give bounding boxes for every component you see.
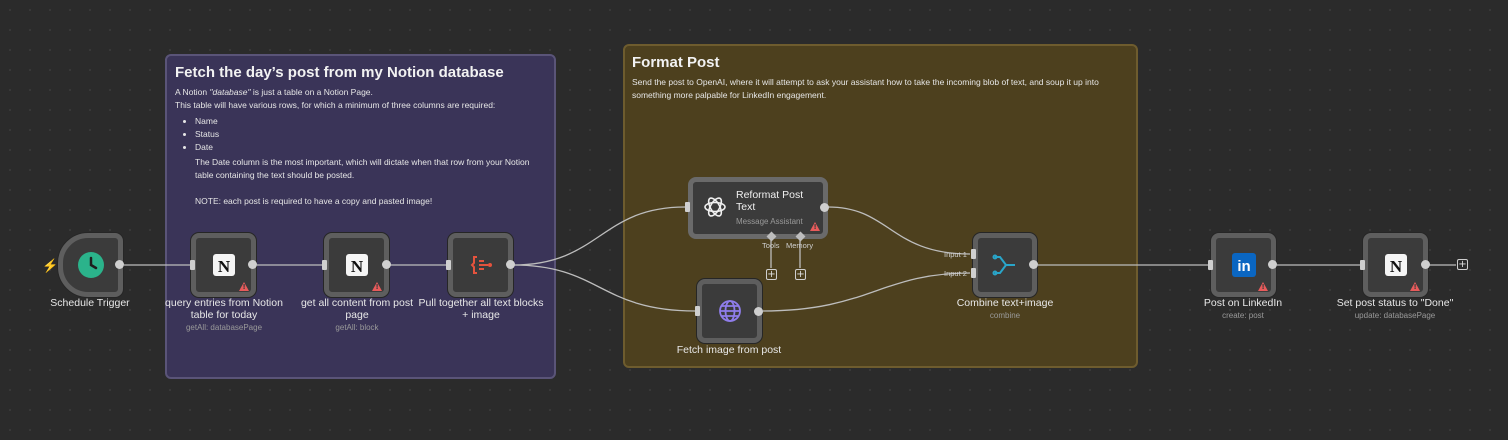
input-port[interactable] [190, 260, 195, 270]
node-subtitle: getAll: databasePage [185, 323, 263, 332]
tools-label: Tools [762, 241, 780, 250]
openai-icon [704, 197, 726, 217]
column-item: Name [195, 115, 545, 128]
merge-icon [992, 254, 1015, 276]
node-label: Combine text+image [956, 297, 1054, 309]
input-label: Input 2 [944, 269, 967, 278]
column-item: Date [195, 141, 545, 154]
input-port[interactable] [322, 260, 327, 270]
node-label: Reformat Post Text [736, 189, 804, 213]
connection [512, 264, 696, 312]
node-label: Fetch image from post [676, 344, 782, 356]
input-port[interactable] [685, 202, 690, 212]
input-port[interactable] [446, 260, 451, 270]
node-subtitle: create: post [1222, 311, 1264, 320]
warning-icon[interactable] [372, 282, 382, 291]
sticky-note-body: Send the post to OpenAI, where it will a… [632, 77, 1099, 100]
node-label: Set post status to "Done" [1336, 297, 1454, 309]
node-label: Post on LinkedIn [1203, 297, 1283, 309]
warning-icon[interactable] [810, 222, 820, 231]
input-port[interactable] [971, 249, 976, 259]
svg-text:N: N [350, 257, 363, 276]
input-label: Input 1 [944, 250, 967, 259]
input-port[interactable] [1208, 260, 1213, 270]
sticky-note-title: Fetch the day’s post from my Notion data… [175, 64, 504, 81]
node-subtitle: getAll: block [335, 323, 379, 332]
connection [827, 206, 971, 255]
warning-icon[interactable] [1410, 282, 1420, 291]
node-label: get all content from post page [300, 297, 414, 321]
node-post-linkedin[interactable]: in [1211, 233, 1276, 297]
memory-label: Memory [786, 241, 814, 250]
input-port[interactable] [1360, 260, 1365, 270]
node-subtitle: combine [989, 311, 1021, 320]
output-port[interactable] [820, 203, 829, 212]
node-set-status[interactable]: N [1363, 233, 1428, 297]
input-port[interactable] [971, 268, 976, 278]
notion-icon: N [345, 254, 368, 276]
output-port[interactable] [1268, 260, 1277, 269]
output-port[interactable] [506, 260, 515, 269]
node-pull-together[interactable] [448, 233, 513, 297]
linkedin-icon: in [1231, 253, 1256, 277]
output-port[interactable] [248, 260, 257, 269]
node-schedule-trigger[interactable] [58, 233, 123, 297]
sticky-note-title: Format Post [632, 54, 720, 71]
output-port[interactable] [1421, 260, 1430, 269]
node-query-entries[interactable]: N [191, 233, 256, 297]
output-port[interactable] [754, 307, 763, 316]
notion-icon: N [212, 254, 235, 276]
add-tool-button[interactable]: + [766, 269, 777, 280]
globe-icon [718, 300, 741, 322]
node-fetch-image[interactable] [697, 279, 762, 343]
output-port[interactable] [382, 260, 391, 269]
add-node-button[interactable]: + [1457, 259, 1468, 270]
node-subtitle: Message Assistant [736, 217, 803, 226]
add-memory-button[interactable]: + [795, 269, 806, 280]
node-label: Schedule Trigger [50, 297, 130, 309]
svg-text:N: N [1389, 257, 1402, 276]
node-combine[interactable] [973, 233, 1037, 297]
connection [761, 272, 971, 312]
node-subtitle: update: databasePage [1354, 311, 1436, 320]
trigger-bolt-icon: ⚡ [42, 258, 59, 273]
input-port[interactable] [695, 306, 700, 316]
warning-icon[interactable] [239, 282, 249, 291]
svg-text:in: in [1237, 258, 1250, 275]
column-item: Status [195, 128, 545, 141]
node-reformat-post[interactable]: Reformat Post Text Message Assistant [688, 177, 828, 239]
node-label: Pull together all text blocks + image [418, 297, 544, 321]
svg-text:N: N [217, 257, 230, 276]
output-port[interactable] [115, 260, 124, 269]
sticky-note-notion[interactable]: Fetch the day’s post from my Notion data… [165, 54, 556, 379]
connection [512, 206, 686, 266]
sticky-note-body: A Notion "database" is just a table on a… [175, 86, 545, 208]
output-port[interactable] [1029, 260, 1038, 269]
code-icon [470, 256, 492, 274]
notion-icon: N [1384, 254, 1407, 276]
clock-icon [77, 252, 104, 278]
node-label: query entries from Notion table for toda… [165, 297, 283, 321]
node-get-content[interactable]: N [324, 233, 389, 297]
warning-icon[interactable] [1258, 282, 1268, 291]
